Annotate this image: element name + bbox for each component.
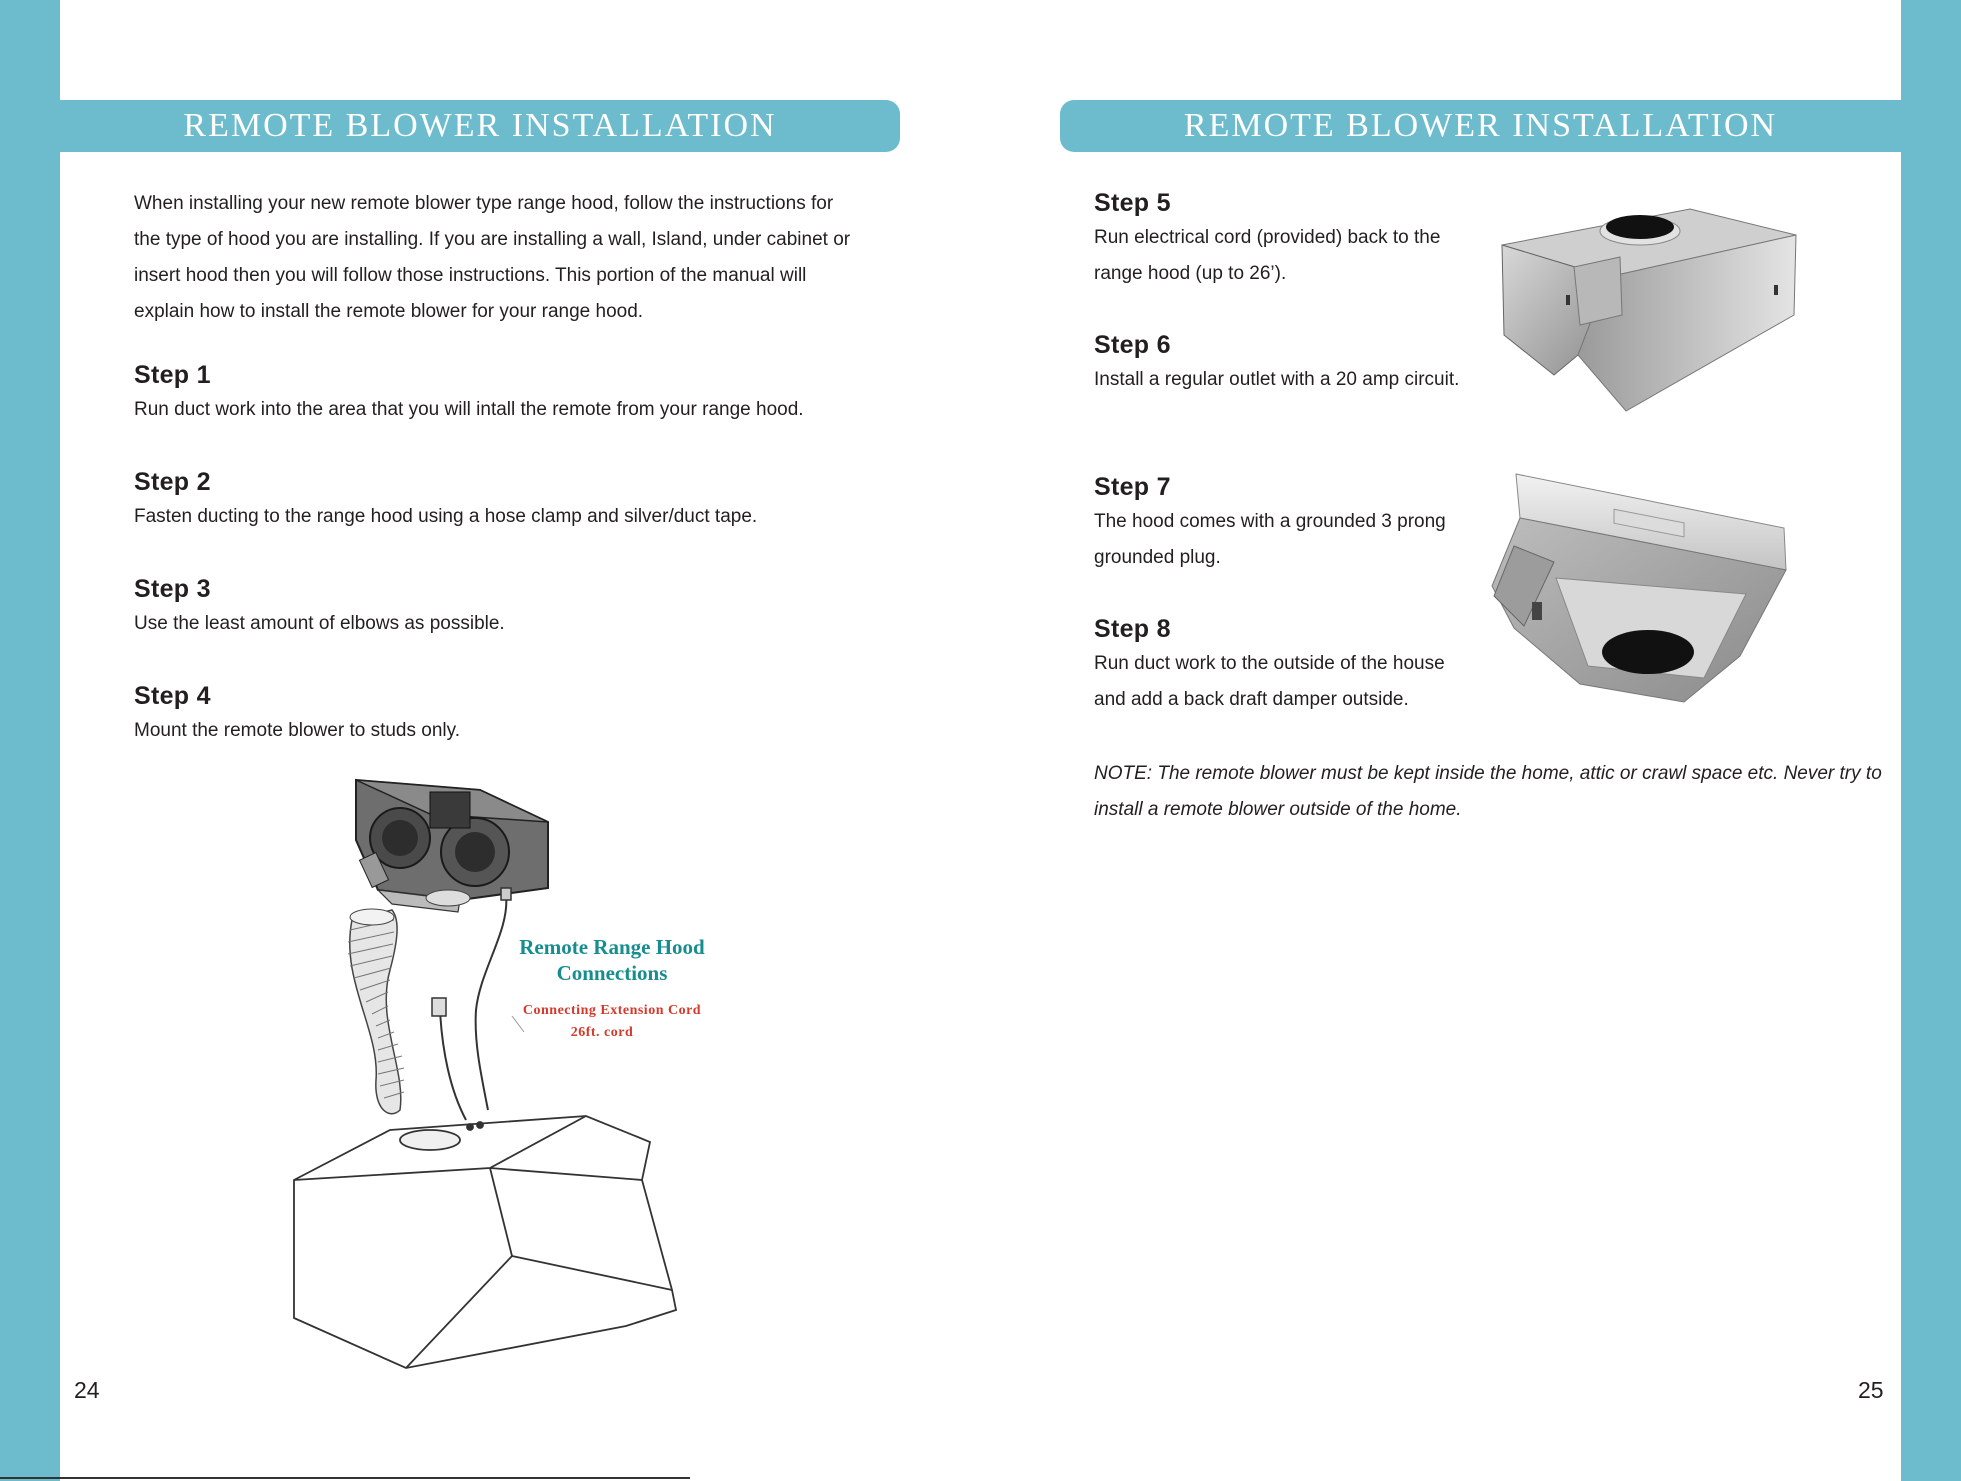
step-title: Step 8 [1094,615,1171,643]
step-1: Step 1 Run duct work into the area that … [134,358,874,428]
step-title: Step 1 [134,361,211,389]
flexible-duct [347,908,405,1115]
note-text: NOTE: The remote blower must be kept ins… [1094,763,1882,820]
left-edge-band [0,0,60,1481]
step-text: Run duct work to the outside of the hous… [1094,653,1445,710]
remote-blower-top-photo [1494,205,1804,415]
connections-illustration: Remote Range Hood Connections Connecting… [293,778,705,1369]
intro-paragraph: When installing your new remote blower t… [134,193,851,322]
step-text: Run electrical cord (provided) back to t… [1094,227,1441,284]
step-title: Step 3 [134,575,211,603]
extension-cord [431,887,512,1121]
step-4: Step 4 Mount the remote blower to studs … [134,679,874,749]
callout-title-line1: Remote Range Hood [519,935,705,959]
range-hood-outline [293,1115,678,1369]
step-title: Step 5 [1094,189,1171,217]
cord-callout-line1: Connecting Extension Cord [523,1003,701,1018]
left-header-band: REMOTE BLOWER INSTALLATION [60,100,900,152]
step-7: Step 7 The hood comes with a grounded 3 … [1094,470,1474,576]
remote-connections-diagram: Remote Range Hood Connections Connecting… [280,770,730,1380]
remote-blower-bottom-photo [1484,466,1804,706]
cord-callout-line2: 26ft. cord [571,1025,634,1040]
step-2: Step 2 Fasten ducting to the range hood … [134,465,874,535]
step-title: Step 6 [1094,331,1171,359]
step-title: Step 7 [1094,473,1171,501]
step-3: Step 3 Use the least amount of elbows as… [134,572,874,642]
step-text: Install a regular outlet with a 20 amp c… [1094,369,1460,390]
scan-bottom-line [0,1477,690,1479]
step-text: Run duct work into the area that you wil… [134,399,804,420]
right-page-title: REMOTE BLOWER INSTALLATION [1183,107,1778,144]
right-edge-band [1901,0,1961,1481]
callout-title-line2: Connections [557,961,668,985]
step-title: Step 2 [134,468,211,496]
remote-blower-box [355,778,549,913]
step-5: Step 5 Run electrical cord (provided) ba… [1094,186,1474,292]
step-8: Step 8 Run duct work to the outside of t… [1094,612,1474,718]
step-6: Step 6 Install a regular outlet with a 2… [1094,328,1474,398]
step-text: Mount the remote blower to studs only. [134,720,460,741]
step-title: Step 4 [134,682,211,710]
left-page-number: 24 [74,1377,100,1403]
step-text: Fasten ducting to the range hood using a… [134,506,758,527]
step-text: The hood comes with a grounded 3 prong g… [1094,511,1446,568]
left-page-title: REMOTE BLOWER INSTALLATION [183,107,777,144]
right-header-band: REMOTE BLOWER INSTALLATION [1060,100,1901,152]
step-text: Use the least amount of elbows as possib… [134,613,505,634]
right-page-number: 25 [1858,1377,1884,1403]
